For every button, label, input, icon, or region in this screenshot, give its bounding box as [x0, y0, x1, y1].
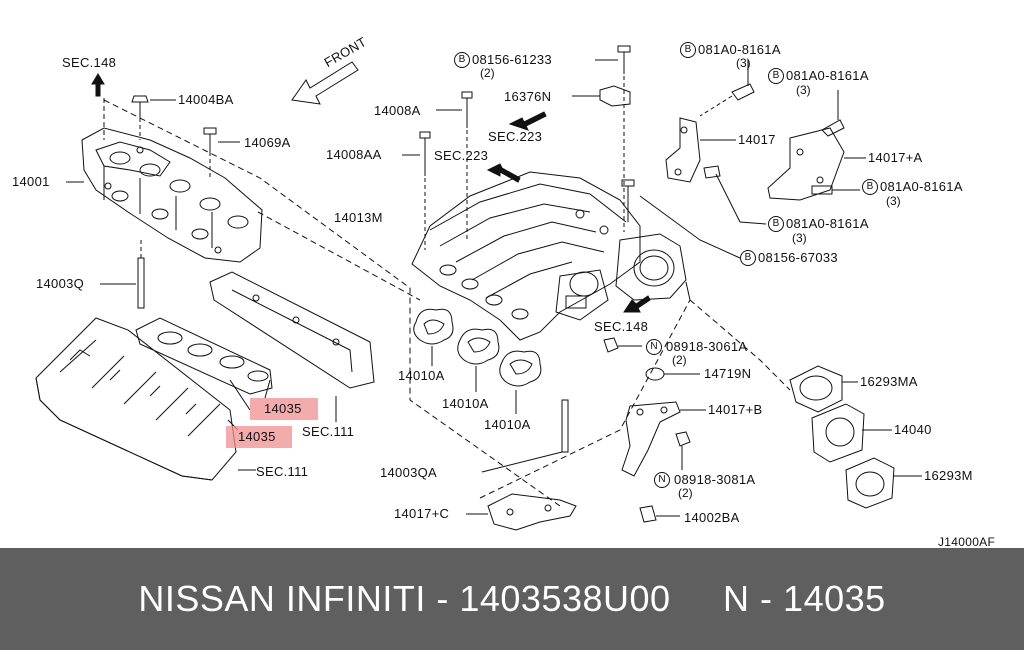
label-14010A-b: 14010A	[442, 396, 489, 411]
label-081A0-3: 081A0-8161A	[880, 179, 963, 194]
bracket-14017	[665, 117, 736, 183]
stud-14003QA	[481, 399, 569, 473]
highlight-14035-b	[226, 426, 292, 448]
label-16293M: 16293M	[924, 468, 973, 483]
label-14017plusA: 14017+A	[868, 150, 923, 165]
bolt-14069A	[203, 127, 240, 178]
label-14013M: 14013M	[334, 210, 383, 225]
label-14004BA: 14004BA	[178, 92, 234, 107]
bullet-b-icon: B	[768, 216, 784, 232]
label-16293MA: 16293MA	[860, 374, 918, 389]
lower-intake-manifold-shape	[81, 127, 263, 263]
label-08156-67033: 08156-67033	[758, 250, 838, 265]
label-081A0-1: 081A0-8161A	[698, 42, 781, 57]
label-08918-3061A: 08918-3061A	[666, 339, 748, 354]
qty-081A0-2: (3)	[796, 83, 811, 97]
bolt-14004BA	[131, 95, 176, 140]
label-sec111-a: SEC.111	[302, 424, 355, 439]
stud-14003Q	[100, 240, 145, 309]
label-14017plusC: 14017+C	[394, 506, 450, 521]
nut-08918-3061A	[603, 337, 642, 353]
bracket-14017plusB	[621, 401, 706, 477]
qty-081A0-4: (3)	[792, 231, 807, 245]
label-14719N: 14719N	[704, 366, 752, 381]
qty-081A0-3: (3)	[886, 194, 901, 208]
upper-intake-manifold-shape	[411, 171, 641, 341]
qty-081A0-1: (3)	[736, 56, 751, 70]
label-sec148-b: SEC.148	[594, 319, 649, 334]
bolt-14002BA	[639, 505, 680, 523]
bolt-081A0-1	[699, 60, 755, 117]
bullet-b-icon: B	[454, 52, 470, 68]
label-16376N: 16376N	[504, 89, 552, 104]
label-sec111-b: SEC.111	[256, 464, 309, 479]
plug-14719N	[645, 367, 700, 381]
bracket-14017plusC	[466, 493, 577, 531]
label-14035-a: 14035	[264, 401, 302, 416]
gasket-14010A-3	[499, 350, 542, 414]
bolt-08156-67033	[621, 179, 741, 259]
qty-08918-3081A: (2)	[678, 486, 693, 500]
qty-08918-3061A: (2)	[672, 353, 687, 367]
bullet-b-icon: B	[862, 179, 878, 195]
label-14010A-a: 14010A	[398, 368, 445, 383]
cylinder-head-shape	[35, 317, 237, 481]
gasket-16293M	[845, 457, 922, 509]
label-14001: 14001	[12, 174, 50, 189]
parts-diagram: FRONT SEC.148 14004BA 14069A 14001 14003…	[12, 33, 996, 549]
bullet-b-icon: B	[740, 250, 756, 266]
label-14003QA: 14003QA	[380, 465, 438, 480]
bolt-14008A	[436, 91, 473, 240]
up-arrow-icon	[91, 73, 105, 97]
bolt-08156-61233	[595, 45, 631, 232]
front-arrow-icon	[291, 61, 359, 105]
label-14017plusB: 14017+B	[708, 402, 763, 417]
label-08156-61233: 08156-61233	[472, 52, 552, 67]
label-14017: 14017	[738, 132, 776, 147]
label-14008AA: 14008AA	[326, 147, 382, 162]
diagram-code: J14000AF	[938, 535, 996, 549]
bullet-b-icon: B	[768, 68, 784, 84]
label-14003Q: 14003Q	[36, 276, 85, 291]
label-14010A-c: 14010A	[484, 417, 531, 432]
bolt-081A0-2	[821, 90, 845, 137]
bracket-14017plusA	[767, 127, 866, 201]
gasket-14035-front	[135, 317, 273, 395]
bolt-14008AA	[402, 131, 431, 250]
label-14069A: 14069A	[244, 135, 291, 150]
label-08918-3081A: 08918-3081A	[674, 472, 756, 487]
label-14035-b: 14035	[238, 429, 276, 444]
label-081A0-4: 081A0-8161A	[786, 216, 869, 231]
adapter-14040	[811, 403, 892, 463]
sensor-16376N	[572, 85, 631, 107]
bolt-081A0-3	[811, 185, 860, 195]
label-14002BA: 14002BA	[684, 510, 740, 525]
diagram-drawing	[35, 45, 922, 531]
label-081A0-2: 081A0-8161A	[786, 68, 869, 83]
bullet-n-icon: N	[654, 472, 670, 488]
label-sec223-a: SEC.223	[488, 129, 543, 144]
throttle-body-shape	[555, 233, 687, 321]
bolt-081A0-4	[703, 165, 767, 225]
bullet-n-icon: N	[646, 339, 662, 355]
label-14008A: 14008A	[374, 103, 421, 118]
nut-08918-3081A	[675, 431, 691, 470]
gasket-14010A-2	[457, 328, 500, 392]
qty-08156-61233: (2)	[480, 66, 495, 80]
part-number-caption: NISSAN INFINITI - 1403538U00 N - 14035	[138, 578, 886, 619]
footer-banner: NISSAN INFINITI - 1403538U00 N - 14035	[0, 548, 1024, 650]
bullet-b-icon: B	[680, 42, 696, 58]
highlight-14035-a	[250, 398, 318, 420]
gasket-16293MA	[789, 365, 858, 413]
label-sec148-top: SEC.148	[62, 55, 117, 70]
gasket-14035-rear	[209, 271, 375, 389]
label-14040: 14040	[894, 422, 932, 437]
gasket-14010A-1	[413, 308, 454, 366]
label-sec223-b: SEC.223	[434, 148, 489, 163]
